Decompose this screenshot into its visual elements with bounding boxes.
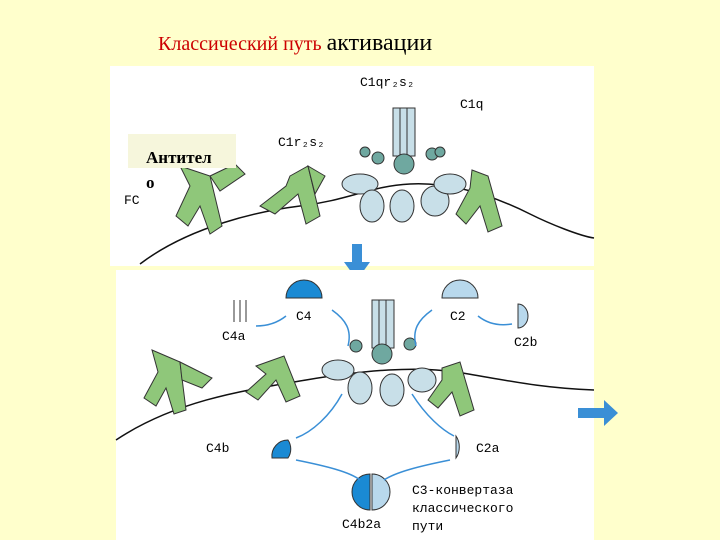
label-c3-convertase-line3: пути bbox=[412, 519, 443, 534]
label-c3-convertase-line1: С3-конвертаза bbox=[412, 483, 514, 498]
label-c4: C4 bbox=[296, 309, 312, 324]
antibody-middle bbox=[259, 164, 326, 225]
label-c1q: C1q bbox=[460, 97, 483, 112]
cell-membrane bbox=[139, 183, 595, 265]
label-c1r2s2: C1r₂s₂ bbox=[278, 135, 325, 150]
antibody-right bbox=[455, 169, 503, 233]
label-fc: FC bbox=[124, 193, 140, 208]
c2b-shape bbox=[517, 303, 529, 329]
top-diagram: C1qr₂s₂ C1q C1r₂s₂ FC bbox=[124, 75, 595, 265]
antibody-middle bbox=[245, 355, 301, 403]
c2a-shape bbox=[455, 434, 460, 460]
c4b2a-shape bbox=[351, 473, 391, 511]
c4-shape bbox=[285, 279, 323, 299]
label-c3-convertase-line2: классического bbox=[412, 501, 513, 516]
bottom-panel: C4 C2 C4a C2b C4b C2a C4b2a С3-конвертаз… bbox=[115, 270, 595, 540]
reaction-arrows bbox=[255, 309, 513, 481]
label-c4a: C4a bbox=[222, 329, 246, 344]
cell-membrane bbox=[115, 368, 595, 441]
label-c1qr2s2: C1qr₂s₂ bbox=[360, 75, 415, 90]
label-c4b: C4b bbox=[206, 441, 229, 456]
c1-complex bbox=[321, 299, 437, 407]
c4b-shape bbox=[271, 439, 292, 459]
antibody-label-box bbox=[128, 134, 236, 168]
label-c2a: C2a bbox=[476, 441, 500, 456]
label-c2: C2 bbox=[450, 309, 466, 324]
label-c2b: C2b bbox=[514, 335, 537, 350]
next-arrow-icon[interactable] bbox=[578, 400, 618, 426]
c4a-shape bbox=[233, 300, 247, 322]
slide-title: Классический путь активации bbox=[158, 30, 432, 57]
antibody-left bbox=[175, 163, 246, 235]
c1-complex bbox=[341, 107, 467, 223]
title-part2: активации bbox=[326, 30, 433, 56]
antibody-right bbox=[427, 361, 475, 417]
top-panel: C1qr₂s₂ C1q C1r₂s₂ FC bbox=[110, 66, 595, 266]
title-part1: Классический путь bbox=[158, 33, 327, 55]
bottom-diagram: C4 C2 C4a C2b C4b C2a C4b2a С3-конвертаз… bbox=[115, 279, 595, 534]
label-c4b2a: C4b2a bbox=[342, 517, 381, 532]
c2-shape bbox=[441, 279, 479, 299]
antibody-left bbox=[143, 349, 213, 415]
